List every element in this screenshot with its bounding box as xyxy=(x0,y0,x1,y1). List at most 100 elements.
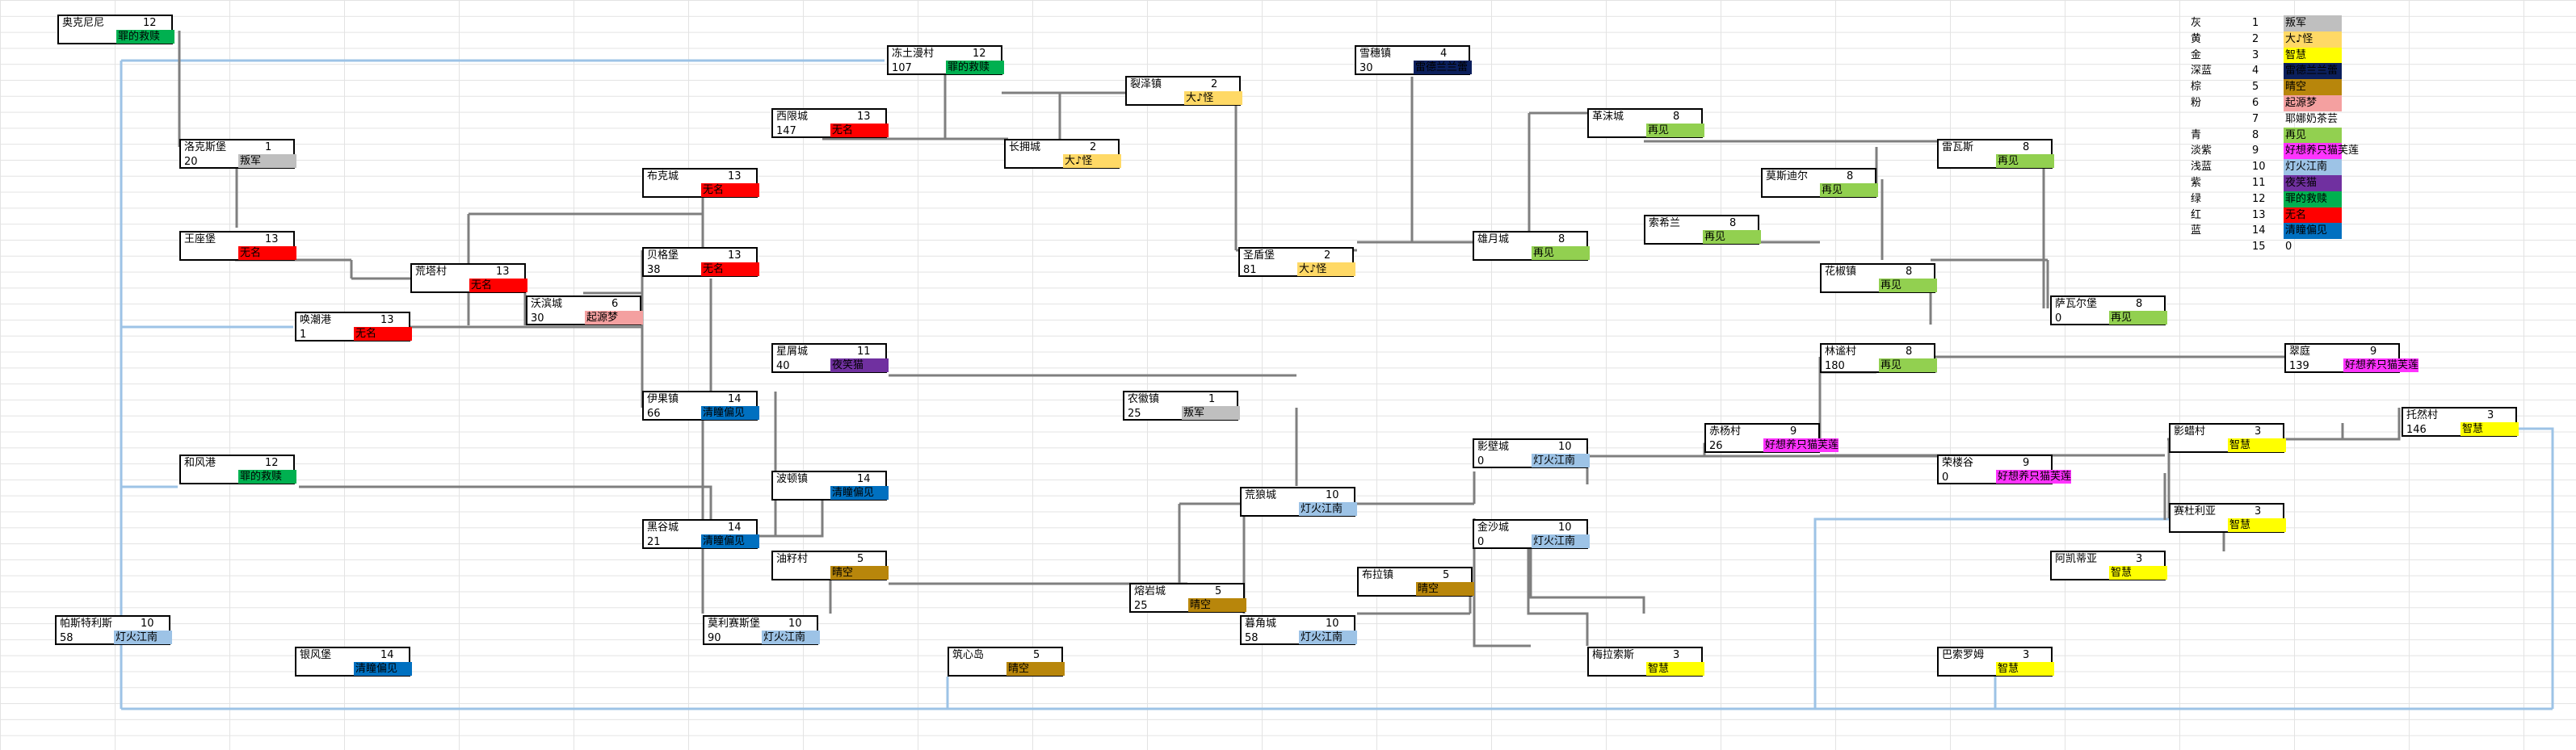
node-level: 12 xyxy=(973,48,986,60)
node-name: 布拉镇 xyxy=(1362,569,1394,581)
node-level: 5 xyxy=(857,553,864,565)
node-name: 奥克尼尼 xyxy=(62,17,105,29)
node-level: 5 xyxy=(1215,585,1222,597)
node-faction: 无名 xyxy=(701,183,759,197)
node-name: 赤杨村 xyxy=(1709,425,1742,438)
node-population: 20 xyxy=(184,156,198,168)
node-faction: 起源梦 xyxy=(585,311,643,325)
node-level: 3 xyxy=(2023,649,2030,661)
node-level: 12 xyxy=(143,17,157,29)
node-name: 波顿镇 xyxy=(776,473,809,485)
node-name: 布克城 xyxy=(647,170,679,182)
legend-number: 3 xyxy=(2252,48,2259,61)
node-faction: 无名 xyxy=(238,246,296,260)
legend-number: 10 xyxy=(2252,161,2266,174)
node-level: 13 xyxy=(265,233,279,245)
node-population: 107 xyxy=(892,62,912,74)
node-level: 9 xyxy=(2023,457,2030,469)
node-faction: 雷德兰兰蕾 xyxy=(1414,61,1472,74)
node-faction: 再见 xyxy=(1879,358,1937,372)
legend-number: 9 xyxy=(2252,145,2259,157)
node-faction: 好想养只猫芙莲 xyxy=(1763,438,1839,452)
node-level: 8 xyxy=(1729,217,1737,229)
node-faction: 罪的救赎 xyxy=(238,470,296,484)
node-faction: 无名 xyxy=(701,262,759,276)
node-population: 25 xyxy=(1134,600,1148,612)
legend-number: 13 xyxy=(2252,208,2266,221)
node-name: 冻土漫村 xyxy=(892,48,935,60)
legend-faction: 无名 xyxy=(2284,207,2342,224)
node-faction: 清瞳偏见 xyxy=(701,534,759,548)
node-faction: 灯火江南 xyxy=(114,631,172,644)
node-level: 9 xyxy=(2370,346,2377,358)
node-faction: 智慧 xyxy=(2109,566,2167,580)
node-faction: 再见 xyxy=(1879,279,1937,292)
node-level: 14 xyxy=(857,473,871,485)
node-level: 10 xyxy=(141,618,154,630)
node-population: 58 xyxy=(60,632,74,644)
node-population: 26 xyxy=(1709,440,1723,452)
legend-faction: 智慧 xyxy=(2284,47,2342,64)
node-name: 影壁城 xyxy=(1477,441,1510,453)
node-population: 0 xyxy=(1942,471,1949,484)
node-level: 14 xyxy=(380,649,394,661)
node-level: 8 xyxy=(1906,266,1913,278)
node-faction: 晴空 xyxy=(1006,662,1065,676)
legend-number: 6 xyxy=(2252,96,2259,109)
node-level: 8 xyxy=(1673,111,1680,123)
legend-color-name: 淡紫 xyxy=(2191,145,2213,157)
node-name: 暮角城 xyxy=(1245,618,1277,630)
node-name: 银风堡 xyxy=(300,649,332,661)
node-faction: 清瞳偏见 xyxy=(830,486,889,500)
node-faction: 再见 xyxy=(2109,311,2167,325)
